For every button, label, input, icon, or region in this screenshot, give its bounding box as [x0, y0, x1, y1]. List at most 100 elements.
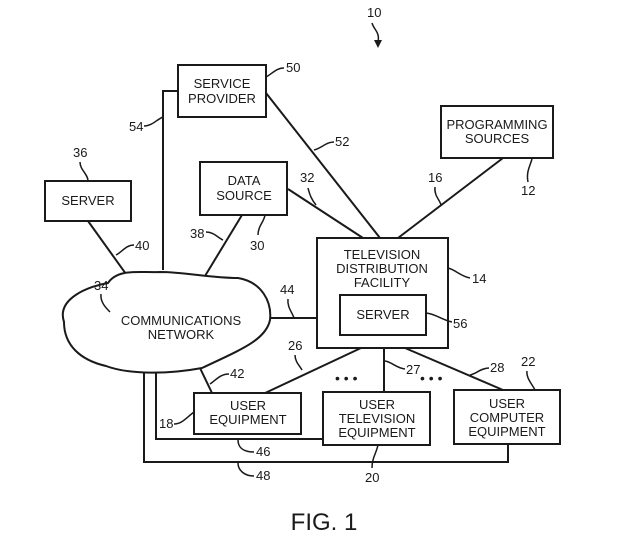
- service-provider-node: SERVICE PROVIDER: [177, 64, 267, 118]
- ref-22: 22: [521, 354, 535, 369]
- ref-46: 46: [256, 444, 270, 459]
- service-provider-label-1: SERVICE: [194, 76, 251, 91]
- programming-sources-label-1: PROGRAMMING: [446, 117, 547, 132]
- user-equipment-label-2: EQUIPMENT: [209, 412, 286, 427]
- ref-34: 34: [94, 278, 108, 293]
- ref-44-leader: [287, 298, 295, 319]
- ref-48-leader: [237, 462, 255, 477]
- ref-28-leader: [469, 367, 490, 376]
- ref-38: 38: [190, 226, 204, 241]
- ref-10-arrowhead: [374, 40, 382, 48]
- ref-56-leader: [425, 312, 453, 323]
- ref-56: 56: [453, 316, 467, 331]
- user-tv-equipment-box: [322, 391, 431, 446]
- link-26: [262, 347, 362, 395]
- ref-20-leader: [371, 444, 379, 469]
- ref-34-leader: [100, 293, 111, 313]
- link-16: [397, 157, 504, 239]
- ref-30: 30: [250, 238, 264, 253]
- server-56-label: SERVER: [356, 307, 409, 322]
- ref-14-leader: [447, 267, 471, 279]
- connections: [87, 90, 509, 463]
- data-source-label-1: DATA: [228, 173, 261, 188]
- ellipsis-left: • • •: [335, 370, 358, 386]
- ref-36: 36: [73, 145, 87, 160]
- user-computer-equipment-label-2: COMPUTER: [470, 410, 544, 425]
- ref-32: 32: [300, 170, 314, 185]
- ref-12: 12: [521, 183, 535, 198]
- programming-sources-label-2: SOURCES: [465, 131, 530, 146]
- ref-54: 54: [129, 119, 143, 134]
- ref-42: 42: [230, 366, 244, 381]
- user-equipment-box: [193, 392, 302, 435]
- comm-network-label-2: NETWORK: [148, 327, 215, 342]
- ref-20: 20: [365, 470, 379, 485]
- ref-50-leader: [265, 67, 285, 78]
- comm-network-label-1: COMMUNICATIONS: [121, 313, 242, 328]
- user-tv-equipment-label-2: TELEVISION: [339, 411, 416, 426]
- server-36-box: [44, 180, 132, 222]
- user-computer-equipment-label-1: USER: [489, 396, 525, 411]
- ref-30-leader: [257, 214, 266, 236]
- ref-40-leader: [115, 244, 135, 256]
- ref-18-leader: [173, 411, 195, 425]
- user-tv-equipment-label-3: EQUIPMENT: [338, 425, 415, 440]
- cloud-shape: [61, 270, 272, 374]
- ref-44: 44: [280, 282, 294, 297]
- comm-network-node: COMMUNICATIONS NETWORK: [61, 270, 272, 374]
- link-32: [287, 188, 364, 239]
- ref-16-leader: [434, 186, 442, 206]
- figure-caption: FIG. 1: [291, 509, 358, 536]
- link-46: [155, 373, 323, 440]
- service-provider-label-2: PROVIDER: [188, 91, 256, 106]
- ref-27-leader: [384, 360, 406, 370]
- user-equipment-label-1: USER: [230, 398, 266, 413]
- tv-facility-label-2: DISTRIBUTION: [336, 261, 428, 276]
- link-54: [162, 90, 178, 270]
- ref-40: 40: [135, 238, 149, 253]
- data-source-label-2: SOURCE: [216, 188, 272, 203]
- ref-14: 14: [472, 271, 486, 286]
- ref-10-arrow-leader: [371, 22, 380, 43]
- ref-54-leader: [143, 116, 164, 127]
- link-38: [204, 214, 243, 277]
- tv-facility-node: TELEVISION DISTRIBUTION FACILITY SERVER: [316, 237, 449, 349]
- ref-48: 48: [256, 468, 270, 483]
- ellipsis-right: • • •: [420, 370, 443, 386]
- server-36-node: SERVER: [44, 180, 132, 222]
- ref-52-leader: [313, 141, 335, 151]
- link-28: [404, 347, 504, 391]
- ref-27: 27: [406, 362, 420, 377]
- ref-22-leader: [526, 370, 536, 391]
- ref-52: 52: [335, 134, 349, 149]
- user-tv-equipment-node: USER TELEVISION EQUIPMENT: [322, 391, 431, 446]
- service-provider-box: [177, 64, 267, 118]
- user-computer-equipment-box: [453, 389, 561, 445]
- user-computer-equipment-node: USER COMPUTER EQUIPMENT: [453, 389, 561, 445]
- ref-38-leader: [205, 231, 224, 241]
- ref-26-leader: [294, 354, 303, 371]
- ref-46-leader: [237, 439, 255, 453]
- reference-numerals: 10 50 54 52 12 16 36 32 30 38 40: [73, 5, 536, 485]
- ref-26: 26: [288, 338, 302, 353]
- ref-10: 10: [367, 5, 381, 20]
- ref-28: 28: [490, 360, 504, 375]
- programming-sources-box: [440, 105, 554, 159]
- ref-16: 16: [428, 170, 442, 185]
- user-tv-equipment-label-1: USER: [359, 397, 395, 412]
- ref-12-leader: [526, 158, 533, 183]
- server-36-label: SERVER: [61, 193, 114, 208]
- link-48: [143, 372, 509, 463]
- link-40: [87, 220, 132, 282]
- data-source-box: [199, 161, 288, 216]
- server-56-box: [339, 294, 427, 336]
- ref-42-leader: [209, 373, 230, 385]
- ref-36-leader: [79, 161, 89, 182]
- programming-sources-node: PROGRAMMING SOURCES: [440, 105, 554, 159]
- data-source-node: DATA SOURCE: [199, 161, 288, 216]
- ref-50: 50: [286, 60, 300, 75]
- ref-32-leader: [307, 187, 317, 206]
- ref-18: 18: [159, 416, 173, 431]
- tv-facility-label-3: FACILITY: [354, 275, 411, 290]
